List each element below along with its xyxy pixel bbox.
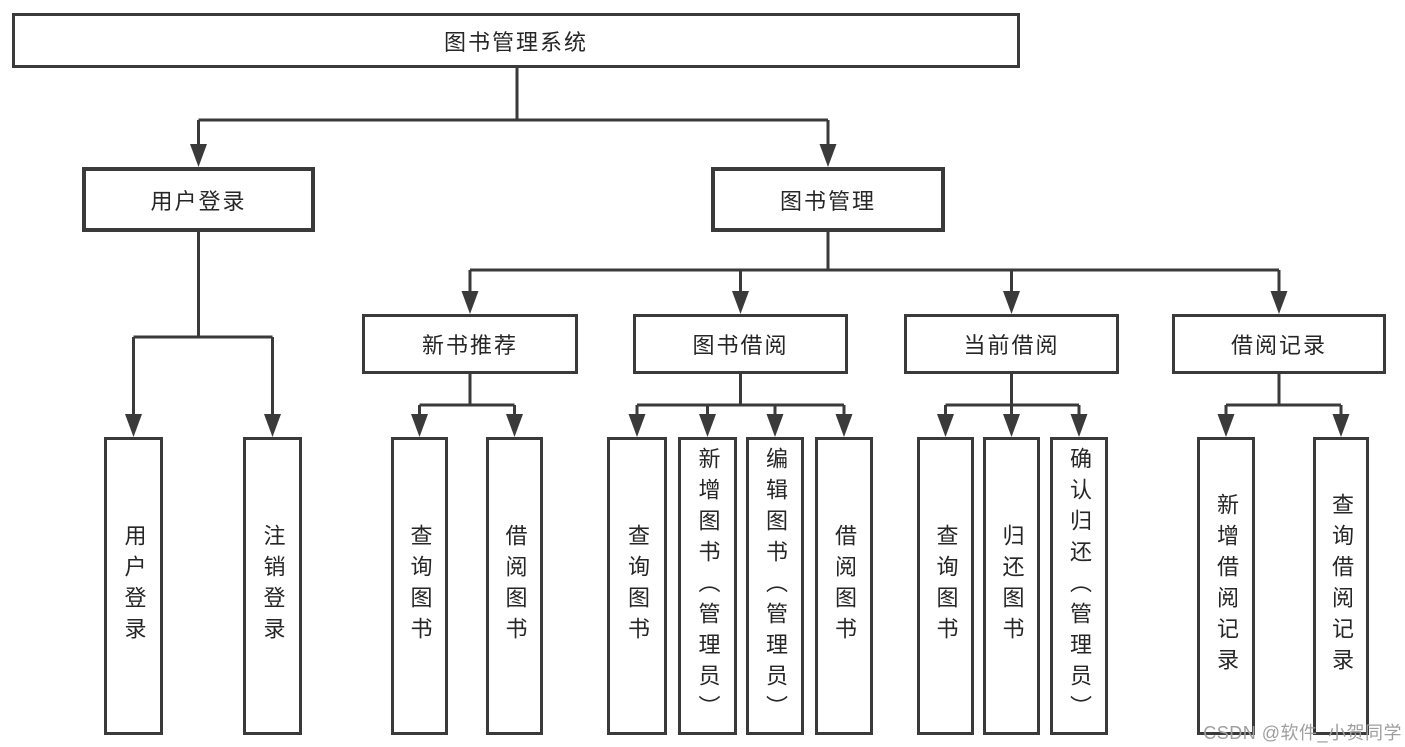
- leaf-query-books-current: 查询图书: [917, 437, 974, 735]
- leaf-query-borrow-record: 查询借阅记录: [1313, 437, 1369, 735]
- connector-current-to-leaves: [944, 374, 1081, 416]
- node-label: 查询借阅记录: [1329, 493, 1354, 679]
- node-current-borrowing: 当前借阅: [904, 314, 1119, 374]
- arrow-icon: [1003, 291, 1020, 314]
- leaf-confirm-return-admin: 确认归还（管理员）: [1050, 437, 1108, 735]
- node-label: 新增图书（管理员）: [695, 446, 721, 726]
- node-label: 图书借阅: [692, 333, 789, 358]
- leaf-borrow-books-recommend: 借阅图书: [486, 437, 543, 735]
- connector-root-to-level2: [197, 68, 830, 146]
- node-label: 用户登录: [150, 188, 247, 214]
- node-label: 查询图书: [933, 524, 959, 648]
- node-book-borrowing: 图书借阅: [633, 314, 848, 374]
- leaf-add-books-admin: 新增图书（管理员）: [678, 437, 737, 735]
- arrow-icon: [766, 414, 784, 437]
- node-book-management-branch: 图书管理: [711, 167, 945, 232]
- arrow-icon: [461, 291, 479, 314]
- leaf-query-books-borrow: 查询图书: [607, 437, 667, 735]
- arrow-icon: [699, 414, 716, 437]
- connector-userlogin-to-leaves: [132, 232, 274, 416]
- arrow-icon: [1070, 414, 1088, 437]
- arrow-icon: [264, 414, 281, 437]
- connector-borrow-to-leaves: [635, 374, 846, 416]
- arrow-icon: [506, 414, 523, 437]
- connector-newbook-to-leaves: [418, 374, 516, 416]
- node-label: 当前借阅: [963, 333, 1060, 358]
- node-library-management-system: 图书管理系统: [12, 13, 1020, 68]
- node-label: 新增借阅记录: [1214, 493, 1239, 679]
- arrow-icon: [937, 414, 954, 437]
- node-label: 编辑图书（管理员）: [763, 446, 788, 726]
- arrow-icon: [1332, 414, 1350, 437]
- arrow-icon: [1003, 414, 1020, 437]
- arrow-icon: [835, 414, 853, 437]
- node-label: 图书管理系统: [443, 29, 588, 55]
- arrow-icon: [628, 414, 646, 437]
- connector-bookmgmt-to-level3: [468, 232, 1281, 292]
- arrowheads: [125, 144, 1350, 437]
- arrow-icon: [411, 414, 428, 437]
- node-label: 查询图书: [407, 524, 433, 648]
- leaf-edit-books-admin: 编辑图书（管理员）: [746, 437, 804, 735]
- arrow-icon: [732, 291, 749, 314]
- arrow-icon: [190, 144, 207, 167]
- csdn-watermark: CSDN @软件_小贺同学: [1203, 723, 1402, 743]
- node-label: 借阅记录: [1230, 333, 1327, 358]
- arrow-icon: [125, 414, 142, 437]
- leaf-query-books-recommend: 查询图书: [391, 437, 448, 735]
- leaf-logout: 注销登录: [243, 437, 302, 735]
- connector-records-to-leaves: [1224, 374, 1343, 416]
- node-label: 图书管理: [779, 188, 876, 214]
- leaf-borrow-books: 借阅图书: [815, 437, 873, 735]
- node-label: 确认归还（管理员）: [1067, 446, 1092, 726]
- node-label: 查询图书: [625, 524, 650, 648]
- node-label: 用户登录: [121, 524, 147, 648]
- node-user-login-branch: 用户登录: [82, 167, 315, 232]
- node-label: 新书推荐: [421, 333, 518, 358]
- arrow-icon: [1217, 414, 1235, 437]
- leaf-return-books: 归还图书: [983, 437, 1040, 735]
- leaf-add-borrow-record: 新增借阅记录: [1197, 437, 1255, 735]
- node-label: 借阅图书: [832, 524, 857, 648]
- node-label: 注销登录: [260, 524, 286, 648]
- node-label: 归还图书: [999, 524, 1025, 648]
- arrow-icon: [819, 144, 837, 167]
- node-label: 借阅图书: [502, 524, 528, 648]
- arrow-icon: [1270, 291, 1288, 314]
- node-new-book-recommend: 新书推荐: [362, 314, 578, 374]
- leaf-user-login: 用户登录: [104, 437, 163, 735]
- node-borrowing-records: 借阅记录: [1172, 314, 1386, 374]
